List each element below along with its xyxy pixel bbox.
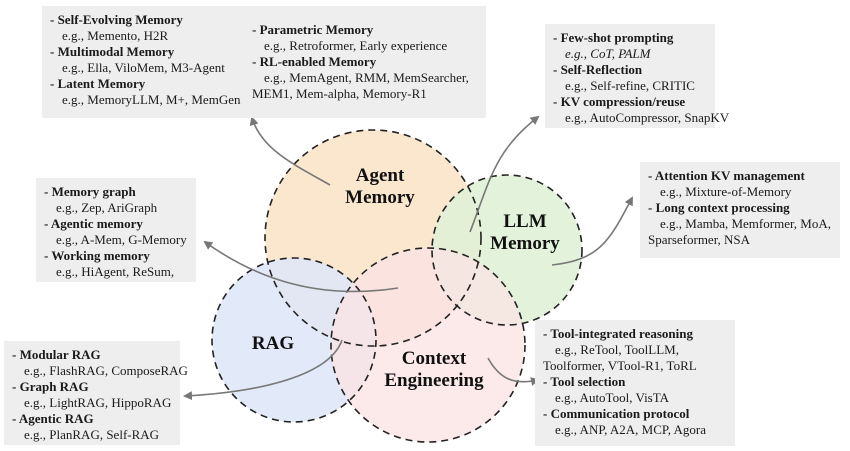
category-examples: Toolformer, VTool-R1, ToRL xyxy=(543,358,697,373)
category-heading: - Self-Reflection xyxy=(553,62,643,77)
category-examples: e.g., Zep, AriGraph xyxy=(56,200,158,215)
category-examples: e.g., Memento, H2R xyxy=(62,28,169,43)
category-heading: - Attention KV management xyxy=(648,168,805,183)
context-engineering-circle xyxy=(331,248,525,442)
category-examples: MEM1, Mem-alpha, Memory-R1 xyxy=(252,86,427,101)
category-examples: e.g., ANP, A2A, MCP, Agora xyxy=(555,422,706,437)
category-heading: - Tool-integrated reasoning xyxy=(543,326,693,341)
llm-memory-label-line1: LLM xyxy=(503,211,547,232)
agent-memory-label-line2: Memory xyxy=(345,187,415,208)
arrow-rag xyxy=(183,339,343,401)
arrow-prompting xyxy=(469,115,540,233)
agent-memory-categories-box: - Self-Evolving Memory e.g., Memento, H2… xyxy=(42,6,244,118)
category-heading: - Long context processing xyxy=(648,200,790,215)
category-heading: - Agentic RAG xyxy=(12,411,94,426)
category-examples: e.g., FlashRAG, ComposeRAG xyxy=(24,363,188,378)
category-examples: e.g., Mixture-of-Memory xyxy=(660,184,792,199)
category-heading: - Memory graph xyxy=(44,184,136,199)
context-engineering-box: - Tool-integrated reasoning e.g., ReTool… xyxy=(535,320,735,446)
context-engineering-label-line2: Engineering xyxy=(384,370,484,391)
category-examples: e.g., MemoryLLM, M+, MemGen xyxy=(62,92,241,107)
category-heading: - Few-shot prompting xyxy=(553,30,674,45)
category-examples: Sparseformer, NSA xyxy=(648,232,751,247)
category-examples: e.g., AutoTool, VisTA xyxy=(555,390,670,405)
prompting-box: - Few-shot prompting e.g., CoT, PALM - S… xyxy=(545,24,730,128)
category-examples: e.g., CoT, PALM xyxy=(565,46,651,61)
arrow-memory-types xyxy=(203,240,399,293)
category-heading: - Self-Evolving Memory xyxy=(50,12,183,27)
category-heading: - Modular RAG xyxy=(12,347,101,362)
category-heading: - Parametric Memory xyxy=(252,22,374,37)
arrow-llm-memory xyxy=(551,196,633,266)
category-examples: e.g., LightRAG, HippoRAG xyxy=(24,395,172,410)
rag-label-line1: RAG xyxy=(251,333,295,354)
category-examples: e.g., PlanRAG, Self-RAG xyxy=(24,427,160,442)
category-examples: e.g., HiAgent, ReSum, xyxy=(56,264,175,279)
category-heading: - Working memory xyxy=(44,248,150,263)
agent-memory-training-box: - Parametric Memory e.g., Retroformer, E… xyxy=(244,6,486,118)
category-examples: e.g., Self-refine, CRITIC xyxy=(565,78,695,93)
category-heading: - Latent Memory xyxy=(50,76,146,91)
category-examples: e.g., AutoCompressor, SnapKV xyxy=(565,110,730,125)
arrow-context-engineering xyxy=(487,357,540,386)
category-examples: e.g., MemAgent, RMM, MemSearcher, xyxy=(264,70,469,85)
category-examples: e.g., A-Mem, G-Memory xyxy=(56,232,187,247)
category-examples: e.g., Ella, ViloMem, M3-Agent xyxy=(62,60,225,75)
category-examples: e.g., ReTool, ToolLLM, xyxy=(555,342,679,357)
rag-circle xyxy=(212,258,376,422)
llm-memory-label: LLM Memory xyxy=(480,211,570,255)
category-heading: - Tool selection xyxy=(543,374,626,389)
category-heading: - Communication protocol xyxy=(543,406,690,421)
category-heading: - Graph RAG xyxy=(12,379,89,394)
memory-types-box: - Memory graph e.g., Zep, AriGraph - Age… xyxy=(36,178,196,282)
context-engineering-label: Context Engineering xyxy=(370,348,498,392)
context-engineering-label-line1: Context xyxy=(401,348,467,369)
category-examples: e.g., Retroformer, Early experience xyxy=(264,38,448,53)
category-examples: e.g., Mamba, Memformer, MoA, xyxy=(660,216,831,231)
category-heading: - Agentic memory xyxy=(44,216,143,231)
llm-memory-label-line2: Memory xyxy=(490,233,560,254)
arrow-agent-memory xyxy=(249,116,331,186)
agent-memory-label-line1: Agent xyxy=(355,165,405,186)
agent-memory-label: Agent Memory xyxy=(330,165,430,209)
llm-memory-box: - Attention KV management e.g., Mixture-… xyxy=(640,162,840,258)
category-heading: - RL-enabled Memory xyxy=(252,54,377,69)
category-heading: - Multimodal Memory xyxy=(50,44,175,59)
rag-label: RAG xyxy=(243,333,303,355)
rag-box: - Modular RAG e.g., FlashRAG, ComposeRAG… xyxy=(4,341,188,445)
category-heading: - KV compression/reuse xyxy=(553,94,686,109)
